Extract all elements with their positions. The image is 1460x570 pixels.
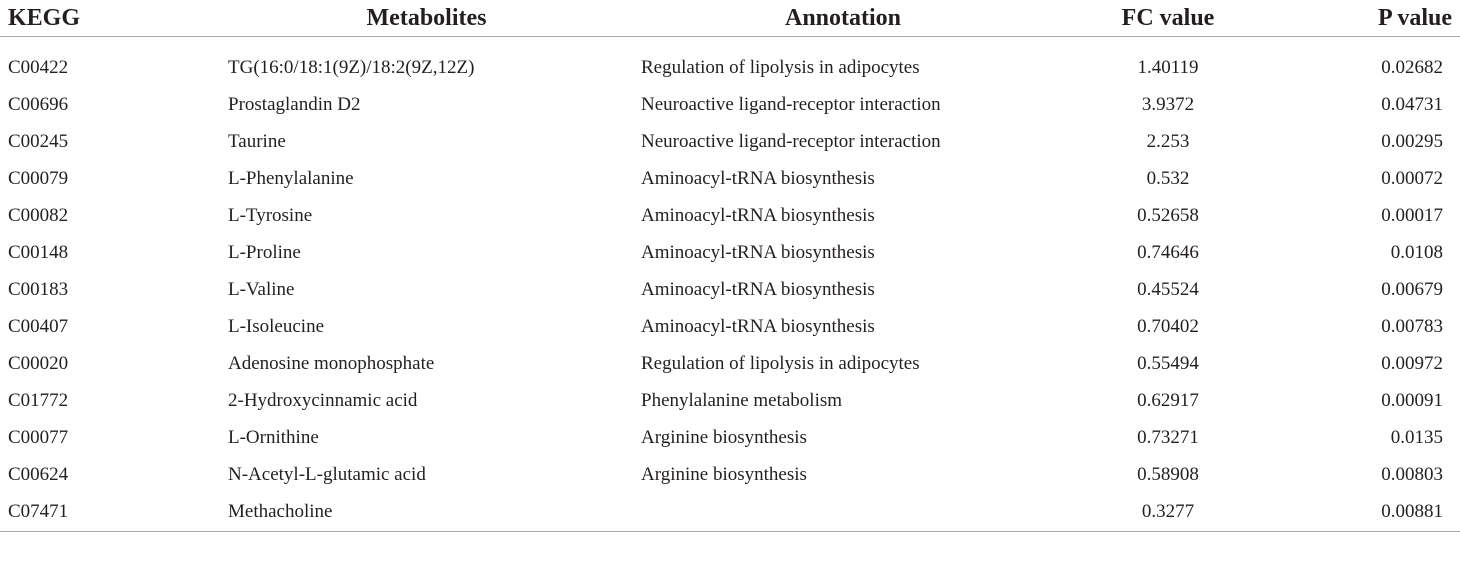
cell-p-value: 0.00091 [1381,389,1443,411]
cell-metabolite: L-Tyrosine [228,204,313,226]
cell-fc-value: 0.45524 [1137,278,1199,300]
cell-fc-value: 0.55494 [1137,352,1199,374]
cell-kegg: C00407 [8,315,69,337]
cell-p-value: 0.0135 [1390,426,1443,448]
cell-kegg: C00079 [8,167,69,189]
cell-fc-value: 0.58908 [1137,463,1199,485]
cell-fc-value: 1.40119 [1137,56,1199,78]
cell-annotation: Phenylalanine metabolism [641,389,843,411]
cell-kegg: C00148 [8,241,69,263]
cell-metabolite: Taurine [228,130,286,152]
table-row: C00082 L-Tyrosine Aminoacyl-tRNA biosynthe… [0,197,1460,234]
cell-p-value: 0.00881 [1283,493,1460,532]
cell-annotation: Regulation of lipolysis in adipocytes [641,352,920,374]
cell-kegg: C00183 [8,278,69,300]
table-spacer [0,37,1460,50]
cell-p-value: 0.00783 [1381,315,1443,337]
header-fc-value: FC value [1053,0,1283,37]
cell-p-value: 0.00017 [1381,204,1443,226]
table-row: C00148 L-Proline Aminoacyl-tRNA biosynthes… [0,234,1460,271]
table-row: C00079 L-Phenylalanine Aminoacyl-tRNA bios… [0,160,1460,197]
header-kegg: KEGG [0,0,220,37]
table-row: C00020 Adenosine monophosphate Regulation … [0,345,1460,382]
cell-fc-value: 0.70402 [1137,315,1199,337]
table-row: C00077 L-Ornithine Arginine biosynthesis 0.… [0,419,1460,456]
cell-kegg: C00020 [8,352,69,374]
table-row: C01772 2-Hydroxycinnamic acid Phenylalanin… [0,382,1460,419]
cell-annotation [633,493,1053,532]
cell-annotation: Regulation of lipolysis in adipocytes [641,56,920,78]
cell-p-value: 0.00972 [1381,352,1443,374]
cell-metabolite: TG(16:0/18:1(9Z)/18:2(9Z,12Z) [228,56,475,78]
cell-annotation: Arginine biosynthesis [641,463,807,485]
cell-kegg: C00696 [8,93,69,115]
cell-annotation: Aminoacyl-tRNA biosynthesis [641,278,875,300]
metabolites-table: KEGG Metabolites Annotation FC value P v… [0,0,1460,532]
cell-kegg: C00422 [8,56,69,78]
cell-p-value: 0.0108 [1390,241,1443,263]
cell-metabolite: N-Acetyl-L-glutamic acid [228,463,426,485]
cell-fc-value: 0.532 [1146,167,1190,189]
cell-metabolite: L-Ornithine [228,426,319,448]
cell-metabolite: L-Isoleucine [228,315,325,337]
cell-fc-value: 0.74646 [1137,241,1199,263]
cell-metabolite: Methacholine [220,493,633,532]
table-row: C00407 L-Isoleucine Aminoacyl-tRNA biosynt… [0,308,1460,345]
cell-annotation: Aminoacyl-tRNA biosynthesis [641,167,875,189]
cell-metabolite: L-Phenylalanine [228,167,354,189]
cell-annotation: Aminoacyl-tRNA biosynthesis [641,204,875,226]
cell-annotation: Arginine biosynthesis [641,426,807,448]
cell-fc-value: 3.9372 [1141,93,1195,115]
cell-metabolite: Adenosine monophosphate [228,352,435,374]
cell-fc-value: 0.73271 [1137,426,1199,448]
cell-metabolite: L-Proline [228,241,301,263]
cell-kegg: C07471 [0,493,220,532]
cell-fc-value: 0.3277 [1053,493,1283,532]
cell-metabolite: 2-Hydroxycinnamic acid [228,389,418,411]
cell-fc-value: 2.253 [1146,130,1190,152]
header-p-value: P value [1283,0,1460,37]
cell-annotation: Aminoacyl-tRNA biosynthesis [641,315,875,337]
cell-annotation: Aminoacyl-tRNA biosynthesis [641,241,875,263]
table-header: KEGG Metabolites Annotation FC value P v… [0,0,1460,37]
table-row: C00422 TG(16:0/18:1(9Z)/18:2(9Z,12Z) Regul… [0,49,1460,86]
table-body: C00422 TG(16:0/18:1(9Z)/18:2(9Z,12Z) Regul… [0,37,1460,532]
table-row: C00624 N-Acetyl-L-glutamic acid Arginine b… [0,456,1460,493]
cell-p-value: 0.00295 [1381,130,1443,152]
cell-p-value: 0.00072 [1381,167,1443,189]
header-row: KEGG Metabolites Annotation FC value P v… [0,0,1460,37]
table-row: C00245 Taurine Neuroactive ligand-receptor… [0,123,1460,160]
cell-p-value: 0.00679 [1381,278,1443,300]
cell-kegg: C00624 [8,463,69,485]
cell-metabolite: L-Valine [228,278,295,300]
table-row: C00183 L-Valine Aminoacyl-tRNA biosynthesi… [0,271,1460,308]
cell-kegg: C00077 [8,426,69,448]
cell-fc-value: 0.62917 [1137,389,1199,411]
cell-annotation: Neuroactive ligand-receptor interaction [641,130,941,152]
table-row: C00696 Prostaglandin D2 Neuroactive ligand… [0,86,1460,123]
cell-metabolite: Prostaglandin D2 [228,93,361,115]
cell-kegg: C00245 [8,130,69,152]
cell-fc-value: 0.52658 [1137,204,1199,226]
cell-p-value: 0.02682 [1381,56,1443,78]
cell-annotation: Neuroactive ligand-receptor interaction [641,93,941,115]
cell-kegg: C00082 [8,204,69,226]
cell-p-value: 0.04731 [1381,93,1443,115]
cell-p-value: 0.00803 [1381,463,1443,485]
header-annotation: Annotation [633,0,1053,37]
header-metabolites: Metabolites [220,0,633,37]
cell-kegg: C01772 [8,389,69,411]
